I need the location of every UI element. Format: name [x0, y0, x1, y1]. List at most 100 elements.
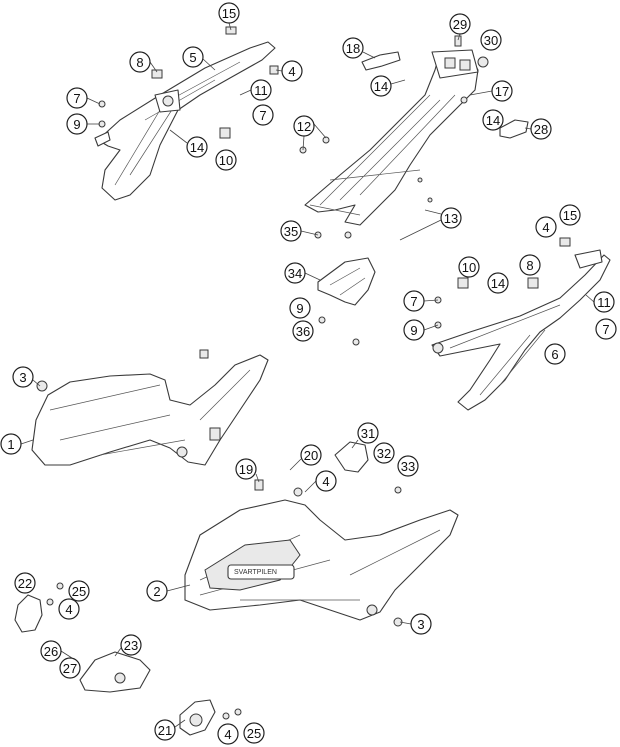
callout-3: 3	[12, 366, 34, 388]
callout-circle	[243, 722, 265, 744]
callout-7: 7	[403, 290, 425, 312]
callout-label: 14	[190, 140, 204, 155]
callout-label: 27	[63, 661, 77, 676]
callout-label: 13	[444, 211, 458, 226]
callout-20: 20	[300, 444, 322, 466]
callout-label: 15	[563, 208, 577, 223]
callout-36: 36	[292, 320, 314, 342]
callout-10: 10	[458, 256, 480, 278]
callout-3: 3	[410, 613, 432, 635]
callout-label: 11	[597, 295, 611, 310]
callout-label: 7	[73, 91, 80, 106]
callout-circle	[519, 254, 541, 276]
callout-label: 7	[410, 294, 417, 309]
callout-circle	[146, 580, 168, 602]
callout-12: 12	[293, 115, 315, 137]
callout-label: 15	[222, 6, 236, 21]
callout-34: 34	[284, 262, 306, 284]
callout-label: 35	[284, 224, 298, 239]
callout-circle	[154, 719, 176, 741]
callout-label: 1	[7, 437, 14, 452]
callout-27: 27	[59, 657, 81, 679]
callout-25: 25	[243, 722, 265, 744]
callout-14: 14	[370, 75, 392, 97]
callout-circle	[357, 422, 379, 444]
callout-circle	[66, 113, 88, 135]
callout-label: 4	[288, 64, 295, 79]
callout-circle	[300, 444, 322, 466]
part-18-cover	[361, 51, 401, 71]
callout-circle	[482, 109, 504, 131]
callout-circle	[129, 51, 151, 73]
callout-4: 4	[217, 723, 239, 745]
callout-circle	[370, 75, 392, 97]
callout-circle	[403, 319, 425, 341]
callout-circle	[289, 297, 311, 319]
callout-circle	[530, 118, 552, 140]
callout-9: 9	[403, 319, 425, 341]
callout-circle	[593, 291, 615, 313]
callout-label: 4	[322, 474, 329, 489]
callout-circle	[0, 433, 22, 455]
part-6-tail-bracket-right	[431, 249, 611, 411]
part-23-cover	[79, 651, 151, 693]
callout-label: 11	[254, 83, 268, 98]
callout-label: 25	[247, 726, 261, 741]
part-21-bracket	[179, 699, 216, 736]
callout-30: 30	[480, 29, 502, 51]
callout-2: 2	[146, 580, 168, 602]
callout-label: 19	[239, 462, 253, 477]
callout-15: 15	[559, 204, 581, 226]
callout-25: 25	[68, 580, 90, 602]
callout-label: 9	[73, 117, 80, 132]
callout-9: 9	[289, 297, 311, 319]
part-28-holder	[499, 119, 529, 139]
callout-circle	[293, 115, 315, 137]
callout-14: 14	[186, 136, 208, 158]
callout-label: 29	[453, 17, 467, 32]
callout-label: 30	[484, 33, 498, 48]
logo-text: SVARTPILEN	[234, 569, 277, 576]
callout-6: 6	[544, 343, 566, 365]
callout-label: 9	[410, 323, 417, 338]
callout-circle	[215, 149, 237, 171]
callout-7: 7	[252, 104, 274, 126]
callout-label: 7	[602, 322, 609, 337]
callout-circle	[68, 580, 90, 602]
callout-22: 22	[14, 572, 36, 594]
callout-4: 4	[535, 216, 557, 238]
callout-label: 20	[304, 448, 318, 463]
callout-label: 18	[346, 41, 360, 56]
callout-label: 10	[462, 260, 476, 275]
callout-label: 14	[486, 113, 500, 128]
callout-label: 8	[136, 55, 143, 70]
callout-circle	[595, 318, 617, 340]
callout-circle	[281, 60, 303, 82]
part-5-tail-bracket-left	[94, 41, 276, 201]
callout-7: 7	[66, 87, 88, 109]
callout-circle	[487, 272, 509, 294]
callout-circle	[480, 29, 502, 51]
callout-circle	[342, 37, 364, 59]
callout-circle	[250, 79, 272, 101]
callout-33: 33	[397, 455, 419, 477]
callout-21: 21	[154, 719, 176, 741]
callout-label: 28	[534, 122, 548, 137]
callout-14: 14	[482, 109, 504, 131]
callout-label: 17	[495, 84, 509, 99]
callout-circle	[284, 262, 306, 284]
callout-13: 13	[440, 207, 462, 229]
callout-label: 22	[18, 576, 32, 591]
leader-lines	[20, 22, 595, 728]
callout-circle	[14, 572, 36, 594]
callout-label: 36	[296, 324, 310, 339]
callout-label: 4	[65, 602, 72, 617]
callout-31: 31	[357, 422, 379, 444]
callout-circle	[252, 104, 274, 126]
callout-circle	[182, 46, 204, 68]
callout-4: 4	[58, 598, 80, 620]
callout-label: 32	[377, 446, 391, 461]
callout-circle	[58, 598, 80, 620]
callout-circle	[373, 442, 395, 464]
